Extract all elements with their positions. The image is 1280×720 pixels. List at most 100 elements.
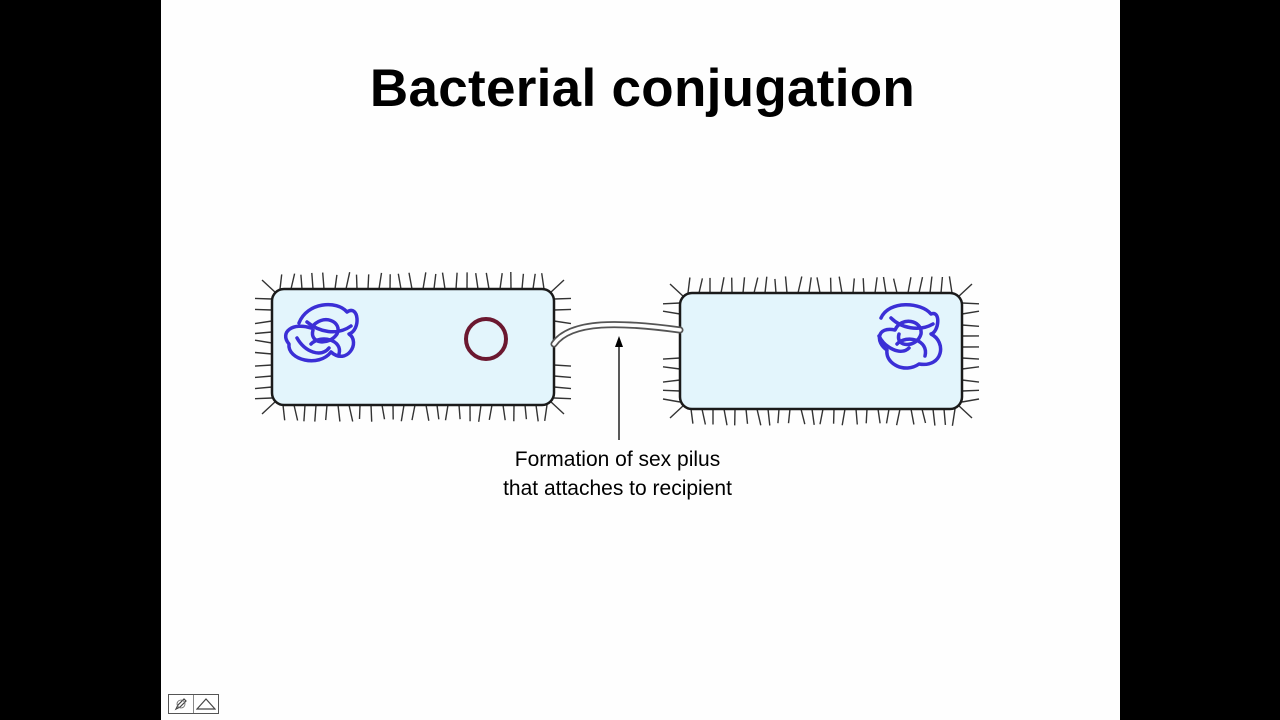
pilus-hair	[663, 303, 680, 304]
pilus-hair	[368, 274, 369, 289]
caption-line-1: Formation of sex pilus	[421, 445, 814, 474]
pilus-hair	[962, 399, 979, 402]
pilus-hair	[338, 405, 340, 422]
pilus-hair	[962, 390, 979, 391]
pilus-hair	[434, 274, 436, 289]
pilus-hair	[944, 409, 945, 425]
pilus-hair	[663, 358, 680, 359]
pilus-hair	[962, 380, 979, 382]
pilus-hair	[962, 325, 979, 326]
pilus-hair	[743, 277, 745, 293]
pilus-hair	[786, 276, 788, 293]
pilus-hair	[663, 311, 680, 314]
pilus-hair	[255, 398, 272, 399]
slideshow-controls	[168, 694, 219, 714]
pilus-hair	[382, 405, 385, 419]
pilus-hair	[291, 274, 295, 289]
pilus-hair	[911, 409, 914, 425]
pilus-hair	[304, 405, 305, 421]
pilus-hair	[670, 284, 684, 297]
pilus-hair	[887, 409, 890, 423]
pilus-hair	[280, 274, 282, 289]
pilus-hair	[949, 276, 952, 293]
pilus-hair	[489, 405, 492, 420]
pilus-hair	[863, 278, 864, 293]
pilus-hair	[922, 409, 926, 423]
pilus-hair	[522, 274, 523, 289]
pilus-hair	[476, 273, 478, 289]
pilus-hair	[426, 405, 429, 421]
pilus-hair	[409, 273, 412, 289]
pilus-hair	[757, 409, 761, 425]
pilus-hair	[933, 409, 935, 426]
pilus-hair	[326, 405, 327, 420]
pilus-hair	[554, 298, 571, 299]
pilus-hair	[894, 279, 897, 293]
pen-button[interactable]	[169, 695, 194, 713]
pilus-hair	[554, 398, 571, 399]
pilus-hair	[897, 409, 900, 425]
pilus-hair	[663, 399, 680, 402]
pilus-hair	[312, 273, 313, 289]
pilus-hair	[839, 277, 842, 293]
pilus-hair	[525, 405, 526, 419]
pilus-hair	[798, 277, 802, 294]
pilus-hair	[812, 409, 814, 425]
pilus-hair	[398, 274, 401, 289]
pilus-hair	[962, 303, 979, 304]
pilus-hair	[283, 405, 285, 420]
pilus-hair	[789, 409, 791, 423]
pilus-hair	[724, 409, 727, 425]
pilus-hair	[765, 277, 767, 293]
pilus-hair	[456, 273, 457, 289]
pilus-hair	[820, 409, 823, 424]
pilus-hair	[554, 365, 571, 366]
pilus-hair	[255, 365, 272, 366]
pilus-hair	[691, 409, 693, 424]
pilus-hair	[884, 277, 887, 293]
pilus-hair	[294, 405, 298, 421]
pen-icon	[174, 697, 188, 711]
pilus-hair	[301, 275, 302, 289]
pilus-hair	[262, 401, 276, 414]
pilus-hair	[962, 358, 979, 359]
pilus-hair	[255, 321, 272, 324]
pilus-hair	[536, 405, 538, 421]
slide: Bacterial conjugation F	[161, 0, 1120, 720]
pilus-hair	[853, 278, 854, 293]
pilus-hair	[255, 298, 272, 299]
pilus-hair	[817, 277, 820, 293]
pilus-hair	[663, 390, 680, 391]
pilus-hair	[459, 405, 460, 419]
pilus-hair	[255, 340, 272, 343]
pilus-hair	[554, 321, 571, 324]
pilus-hair	[554, 376, 571, 377]
pilus-hair	[866, 409, 867, 423]
pilus-hair	[878, 409, 880, 423]
pilus-hair	[908, 277, 911, 293]
pilus-hair	[486, 273, 489, 289]
pilus-hair	[379, 273, 382, 289]
pilus-hair	[702, 409, 705, 425]
pilus-caption: Formation of sex pilus that attaches to …	[421, 445, 814, 503]
pilus-hair	[500, 273, 502, 289]
pilus-hair	[962, 367, 979, 369]
pilus-hair	[941, 277, 942, 293]
pilus-hair	[958, 284, 972, 297]
pilus-hair	[930, 277, 932, 293]
pilus-hair	[550, 280, 564, 293]
pilus-hair	[768, 409, 770, 426]
pilus-hair	[554, 309, 571, 310]
pilus-hair	[371, 405, 372, 422]
pilus-hair	[663, 367, 680, 369]
pilus-hair	[721, 277, 724, 293]
pilus-hair	[315, 405, 316, 422]
menu-button[interactable]	[194, 695, 218, 713]
pilus-hair	[550, 401, 564, 414]
pilus-hair	[919, 277, 923, 293]
conjugation-diagram	[161, 0, 1120, 720]
pilus-hair	[503, 405, 505, 420]
pilus-hair	[423, 272, 426, 289]
pilus-hair	[554, 387, 571, 389]
pilus-hair	[349, 405, 353, 422]
